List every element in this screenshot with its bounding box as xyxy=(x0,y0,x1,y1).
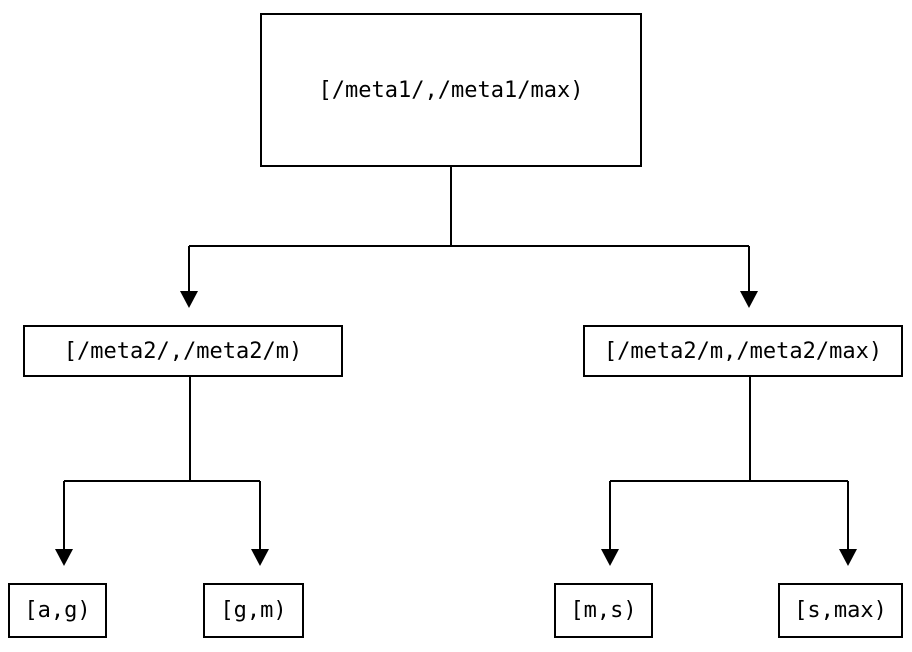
node-leaf-a-g: [a,g) xyxy=(8,583,107,638)
arrow-down-icon xyxy=(601,549,619,566)
node-leaf-m-s: [m,s) xyxy=(554,583,653,638)
arrow-down-icon xyxy=(740,291,758,308)
arrow-down-icon xyxy=(180,291,198,308)
arrow-down-icon xyxy=(839,549,857,566)
edge-root-to-children xyxy=(188,167,750,292)
edge-left-to-leaves xyxy=(63,377,261,550)
arrow-down-icon xyxy=(251,549,269,566)
node-meta2-upper-range: [/meta2/m,/meta2/max) xyxy=(583,325,903,377)
node-leaf-s-max: [s,max) xyxy=(778,583,903,638)
edge-right-to-leaves xyxy=(609,377,849,550)
node-meta1-range: [/meta1/,/meta1/max) xyxy=(260,13,642,167)
node-meta2-lower-range: [/meta2/,/meta2/m) xyxy=(23,325,343,377)
arrow-down-icon xyxy=(55,549,73,566)
node-leaf-g-m: [g,m) xyxy=(203,583,304,638)
